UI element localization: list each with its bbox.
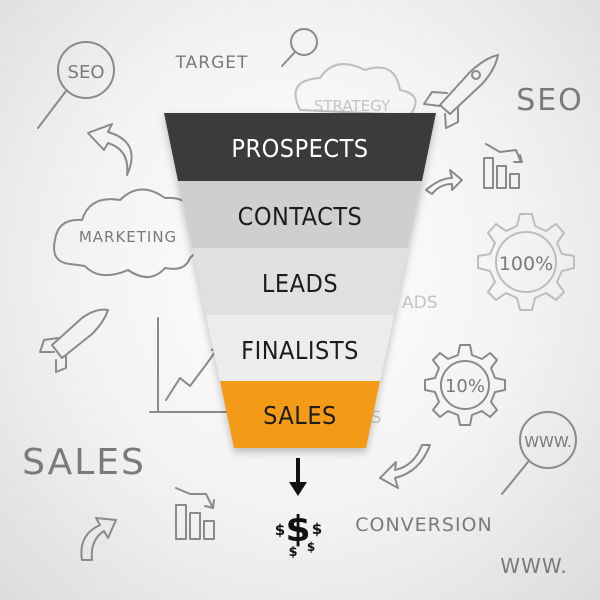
- small-magnifier-icon: [281, 28, 318, 67]
- dollar-sign-small-right: $: [312, 520, 322, 538]
- marketing-label: MARKETING: [79, 228, 177, 246]
- conversion-label: CONVERSION: [355, 514, 492, 536]
- strategy-label: STRATEGY: [314, 97, 391, 115]
- curved-arrow-right-icon: [379, 444, 431, 489]
- funnel-stage-finalists: FINALISTS: [206, 315, 394, 381]
- gear-100-label: 100%: [499, 253, 553, 275]
- gear-10-label: 10%: [445, 376, 485, 397]
- dollar-sign-small-bottom: $: [288, 545, 297, 560]
- marketing-cloud-icon: MARKETING: [53, 188, 202, 278]
- funnel-stage-contacts: CONTACTS: [178, 181, 422, 248]
- background-doodles: SEO TARGET STRATEGY SEO: [22, 28, 584, 578]
- sales-label: SALES: [22, 442, 146, 483]
- bar-chart-bottom-icon: [175, 487, 215, 540]
- funnel-stage-leads: LEADS: [192, 248, 408, 315]
- funnel-stage-prospects: PROSPECTS: [164, 113, 436, 181]
- small-arrow-icon: [425, 169, 463, 195]
- stage-label-finalists: FINALISTS: [241, 336, 359, 365]
- strategy-cloud-icon: STRATEGY: [294, 63, 417, 116]
- gear-10-icon: 10%: [424, 344, 506, 426]
- stage-label-prospects: PROSPECTS: [231, 134, 368, 163]
- dollar-sign-large: $: [285, 509, 310, 550]
- curved-arrow-bottom-icon: [80, 517, 117, 561]
- funnel-stage-sales: SALES: [220, 381, 380, 448]
- rocket-icon: [423, 54, 499, 129]
- down-arrow-icon: [289, 458, 307, 496]
- stage-label-leads: LEADS: [262, 269, 338, 298]
- www-magnifier-icon: WWW.: [501, 411, 577, 495]
- dollar-sign-small-bottom-right: $: [307, 540, 315, 554]
- gear-100-icon: 100%: [477, 213, 575, 311]
- target-label: TARGET: [175, 53, 249, 73]
- stage-label-sales: SALES: [263, 401, 337, 430]
- seo-magnifier-icon: SEO: [37, 41, 115, 129]
- dollar-signs-icon: $ $ $ $ $: [275, 509, 322, 560]
- rocket-left-icon: [39, 308, 109, 373]
- seo-magnifier-label: SEO: [68, 62, 105, 83]
- dollar-sign-small-left: $: [275, 521, 285, 539]
- curved-arrow-icon: [87, 123, 133, 176]
- ads-partial-label: ADS: [402, 293, 438, 313]
- stage-label-contacts: CONTACTS: [238, 202, 363, 231]
- bar-chart-icon: [483, 143, 523, 189]
- funnel: PROSPECTS CONTACTS LEADS FINALISTS SALES: [164, 113, 436, 448]
- seo-right-label: SEO: [516, 83, 584, 118]
- www-bottom-label: WWW.: [500, 554, 567, 578]
- www-magnifier-label: WWW.: [524, 433, 572, 451]
